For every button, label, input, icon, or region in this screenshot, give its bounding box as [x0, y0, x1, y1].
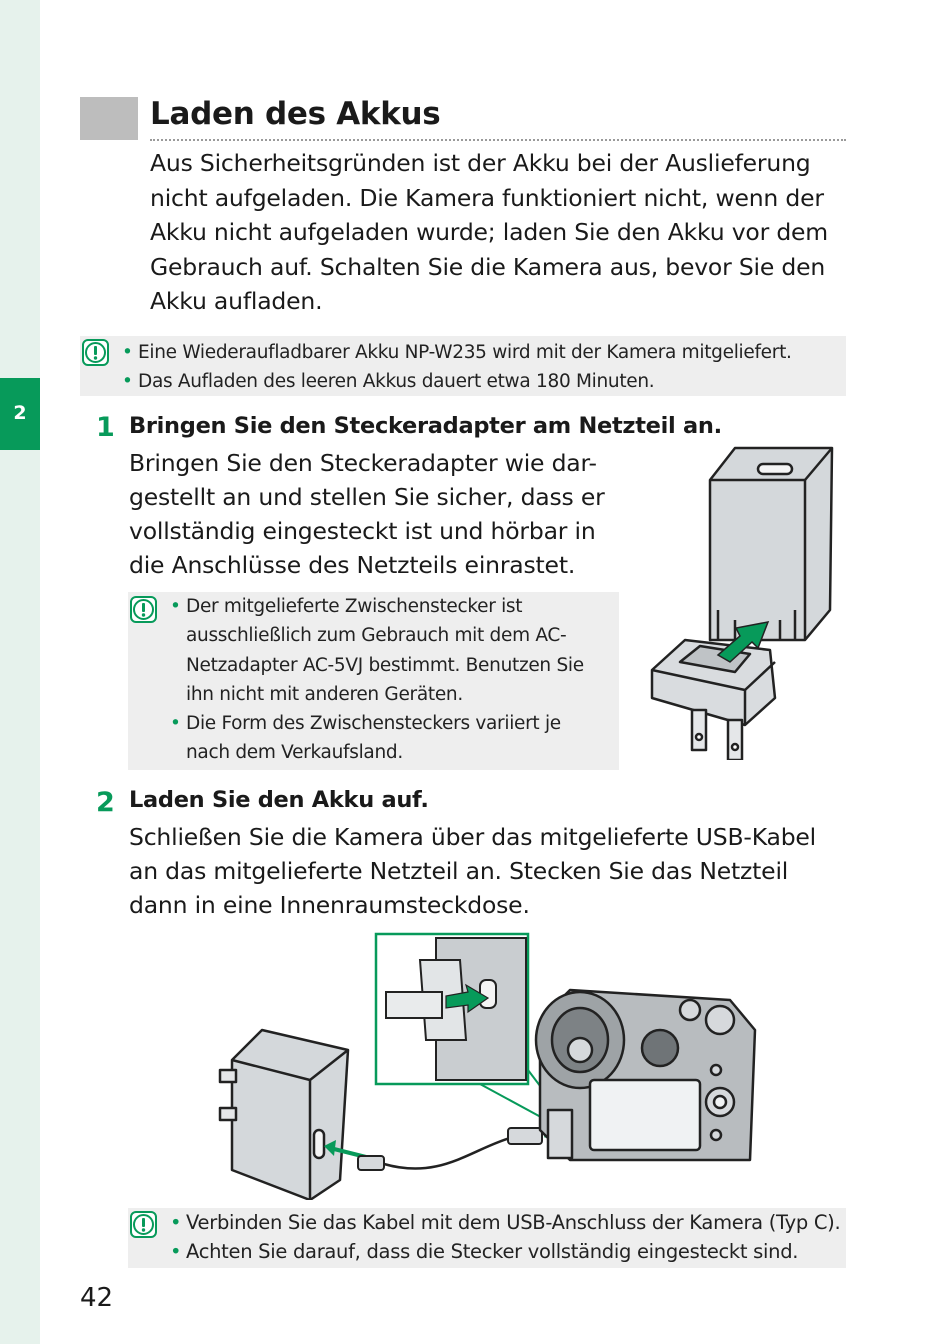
caution-icon [130, 1211, 157, 1238]
caution-note-cable: Verbinden Sie das Kabel mit dem USB-Ansc… [128, 1208, 846, 1268]
note-item: Eine Wiederaufladbarer Akku NP-W235 wird… [120, 338, 792, 367]
step-title: Bringen Sie den Steckeradapter am Netzte… [129, 413, 722, 439]
step-number: 1 [96, 412, 115, 443]
step-body-line: die Anschlüsse des Netzteils einrastet. [129, 551, 576, 579]
chapter-tab[interactable]: 2 [0, 378, 40, 450]
plug-adapter-illustration [650, 446, 834, 760]
page-title: Laden des Akkus [150, 96, 441, 132]
note-item: Verbinden Sie das Kabel mit dem USB-Ansc… [168, 1208, 841, 1237]
step-body-line: gestellt an und stellen Sie sicher, dass… [129, 483, 605, 511]
step-body-line: dann in eine Innenraumsteckdose. [129, 891, 530, 919]
note-list: Der mitgelieferte Zwischenstecker ist au… [168, 592, 608, 768]
chapter-tab-label: 2 [13, 402, 27, 424]
note-item: Das Aufladen des leeren Akkus dauert etw… [120, 367, 792, 396]
side-strip [0, 0, 40, 1344]
step-number: 2 [96, 787, 115, 818]
step-body: Schließen Sie die Kamera über das mitgel… [129, 820, 816, 922]
note-item: Der mitgelieferte Zwischenstecker ist au… [168, 592, 608, 709]
caution-note-battery: Eine Wiederaufladbarer Akku NP-W235 wird… [80, 336, 846, 396]
camera-charging-illustration [218, 932, 757, 1200]
step-body-line: Schließen Sie die Kamera über das mitgel… [129, 823, 817, 851]
intro-paragraph: Aus Sicherheitsgründen ist der Akku bei … [150, 149, 828, 315]
page-number: 42 [80, 1283, 114, 1313]
title-divider [150, 139, 846, 141]
caution-note-adapter: Der mitgelieferte Zwischenstecker ist au… [128, 592, 619, 770]
caution-icon [82, 339, 109, 366]
note-list: Verbinden Sie das Kabel mit dem USB-Ansc… [168, 1208, 841, 1266]
note-list: Eine Wiederaufladbarer Akku NP-W235 wird… [120, 338, 792, 396]
step-body-line: Bringen Sie den Steckeradapter wie dar- [129, 449, 597, 477]
note-item: Achten Sie darauf, dass die Stecker voll… [168, 1237, 840, 1266]
step-body: Bringen Sie den Steckeradapter wie dar- … [129, 446, 605, 582]
heading-marker [80, 97, 138, 140]
note-item: Die Form des Zwischensteckers variiert j… [168, 709, 608, 768]
step-body-line: vollständig eingesteckt ist und hörbar i… [129, 517, 596, 545]
caution-icon [130, 596, 157, 623]
step-body-line: an das mitgelieferte Netzteil an. Stecke… [129, 857, 789, 885]
step-title: Laden Sie den Akku auf. [129, 787, 429, 813]
